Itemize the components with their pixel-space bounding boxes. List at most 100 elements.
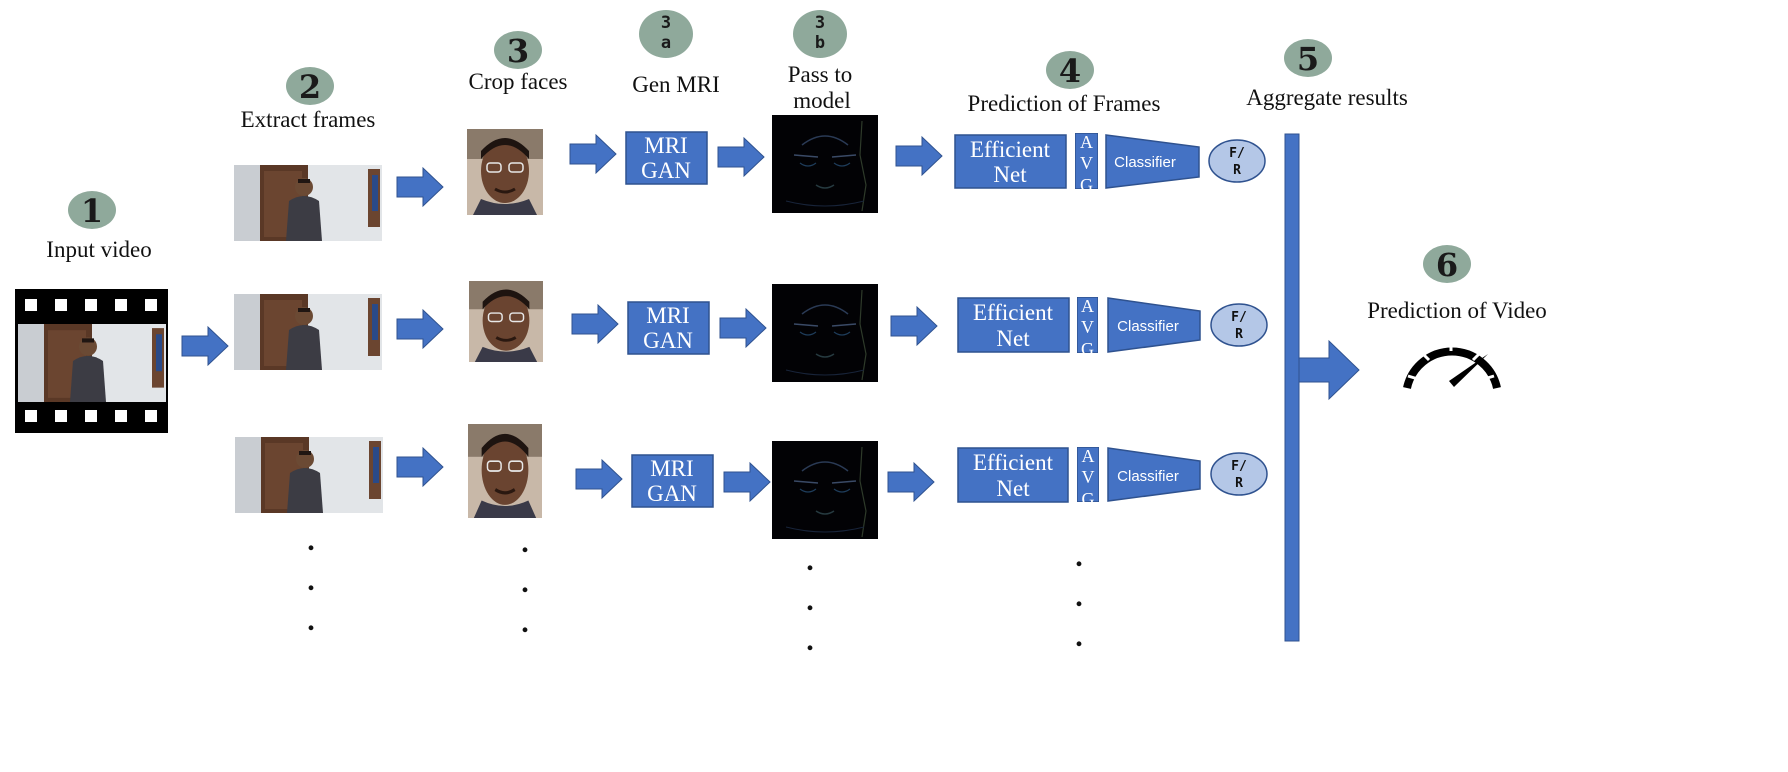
mri-image-2 [771, 283, 879, 383]
step-6-header: 6 Prediction of Video [1367, 245, 1547, 323]
pipeline-row-3: MRI GAN Efficient Net A V G Classifier F… [235, 424, 1268, 540]
step-3-number: 3 [507, 32, 529, 70]
step-2-label: Extract frames [241, 107, 376, 132]
efficientnet-label-2b: Net [996, 326, 1030, 351]
step-5-header: 5 Aggregate results [1246, 39, 1408, 110]
avg-letter-a-3: A [1082, 446, 1095, 466]
step-3b-label-line2: model [793, 88, 851, 113]
step-3-label: Crop faces [469, 69, 568, 94]
arrow-mri-to-model-1 [717, 137, 765, 177]
svg-text:.: . [307, 564, 315, 597]
arrow-model-to-net-3 [887, 462, 935, 502]
svg-text:.: . [1075, 540, 1083, 573]
arrow-mri-to-model-2 [719, 308, 767, 348]
step-5-label: Aggregate results [1246, 85, 1408, 110]
more-predictions-ellipsis: . . . [1075, 540, 1083, 653]
more-mri-ellipsis: . . . [806, 544, 814, 657]
step-4-number: 4 [1059, 52, 1081, 90]
aggregate-bar [1284, 133, 1300, 642]
step-3b-number: 3 [815, 13, 825, 33]
fr-label-2a: F/ [1231, 310, 1247, 325]
step-3b-circle [793, 10, 847, 58]
arrow-model-to-net-1 [895, 136, 943, 176]
svg-text:.: . [307, 604, 315, 637]
mri-image-1 [771, 114, 879, 214]
svg-text:.: . [521, 606, 529, 639]
classifier-box-2: Classifier [1107, 297, 1201, 353]
svg-text:.: . [806, 624, 814, 657]
more-faces-ellipsis: . . . [521, 526, 529, 639]
arrow-face-to-mri-3 [575, 459, 623, 499]
mri-gan-label-1b: GAN [641, 158, 691, 183]
step-3a-sub: a [661, 33, 671, 53]
mri-gan-label-1a: MRI [644, 133, 687, 158]
fr-label-3a: F/ [1231, 459, 1247, 474]
avg-pool-box-1: A V G [1075, 132, 1098, 189]
svg-text:.: . [1075, 620, 1083, 653]
classifier-box-1: Classifier [1105, 134, 1200, 189]
mri-gan-box-2: MRI GAN [627, 301, 710, 355]
svg-text:.: . [521, 566, 529, 599]
classifier-box-3: Classifier [1107, 447, 1201, 502]
step-1-header: 1 Input video [46, 191, 152, 262]
arrow-aggregate-to-output [1298, 339, 1360, 401]
arrow-frame-to-face-2 [396, 309, 444, 349]
avg-letter-g-3: G [1082, 489, 1095, 509]
step-3b-label-line1: Pass to [788, 62, 853, 87]
step-3a-circle [639, 10, 693, 58]
avg-letter-v-1: V [1080, 153, 1093, 173]
cropped-face-3 [468, 424, 542, 518]
pipeline-row-1: MRI GAN Efficient Net A V G Classifier F… [234, 114, 1266, 241]
efficientnet-label-3a: Efficient [973, 450, 1054, 475]
mri-gan-label-2b: GAN [643, 328, 693, 353]
fr-label-1a: F/ [1229, 146, 1245, 161]
more-frames-ellipsis: . . . [307, 524, 315, 637]
mri-gan-box-3: MRI GAN [631, 454, 714, 508]
arrow-face-to-mri-1 [569, 134, 617, 174]
efficientnet-label-1b: Net [993, 162, 1027, 187]
step-6-number: 6 [1436, 246, 1458, 284]
step-2-header: 2 Extract frames [241, 67, 376, 132]
arrow-mri-to-model-3 [723, 462, 771, 502]
step-1-number: 1 [81, 192, 103, 230]
mri-gan-label-2a: MRI [646, 303, 689, 328]
avg-letter-a-2: A [1081, 296, 1094, 316]
step-3a-header: 3 a Gen MRI [632, 10, 720, 97]
mri-gan-label-3b: GAN [647, 481, 697, 506]
pipeline-row-2: MRI GAN Efficient Net A V G Classifier F… [234, 281, 1268, 383]
avg-pool-box-3: A V G [1077, 446, 1099, 509]
step-2-number: 2 [299, 68, 321, 106]
arrow-frame-to-face-3 [396, 447, 444, 487]
step-3a-label: Gen MRI [632, 72, 720, 97]
avg-letter-g-2: G [1081, 339, 1094, 359]
arrow-frame-to-face-1 [396, 167, 444, 207]
svg-text:.: . [521, 526, 529, 559]
efficientnet-box-2: Efficient Net [957, 297, 1070, 353]
svg-text:.: . [1075, 580, 1083, 613]
avg-letter-a-1: A [1080, 132, 1093, 152]
step-3-header: 3 Crop faces [469, 31, 568, 94]
fr-label-2b: R [1235, 327, 1243, 342]
efficientnet-label-2a: Efficient [973, 300, 1054, 325]
efficientnet-box-3: Efficient Net [957, 447, 1069, 503]
avg-letter-v-3: V [1082, 467, 1095, 487]
step-3b-sub: b [815, 33, 825, 53]
classifier-label-1: Classifier [1114, 154, 1176, 171]
classifier-label-3: Classifier [1117, 468, 1179, 485]
svg-text:.: . [307, 524, 315, 557]
extracted-frame-2 [234, 294, 382, 370]
fr-output-3: F/ R [1210, 452, 1268, 496]
avg-pool-box-2: A V G [1077, 296, 1098, 359]
classifier-label-2: Classifier [1117, 318, 1179, 335]
step-4-label: Prediction of Frames [968, 91, 1161, 116]
extracted-frame-1 [234, 165, 382, 241]
extracted-frame-3 [235, 437, 383, 513]
arrow-face-to-mri-2 [571, 304, 619, 344]
step-5-number: 5 [1297, 40, 1319, 78]
film-strip-icon [15, 289, 168, 433]
fr-output-2: F/ R [1210, 303, 1268, 347]
avg-letter-v-2: V [1081, 317, 1094, 337]
arrow-input-to-frames [181, 326, 229, 366]
